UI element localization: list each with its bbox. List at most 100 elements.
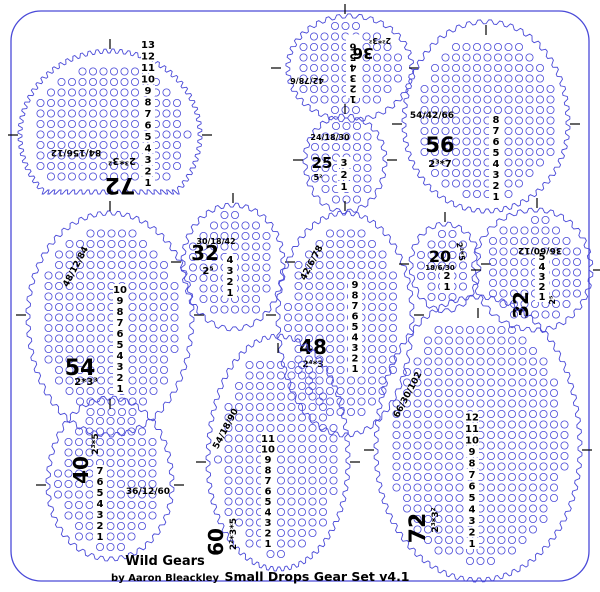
pen-hole	[444, 420, 453, 429]
pen-hole	[172, 151, 181, 160]
pen-hole	[486, 367, 495, 376]
row-number: 11	[465, 424, 479, 435]
pen-hole	[75, 448, 84, 457]
pen-hole	[372, 85, 381, 94]
pen-hole	[504, 147, 513, 156]
pen-hole	[462, 53, 471, 62]
pen-hole	[325, 281, 334, 290]
pen-hole	[36, 99, 45, 108]
row-number: 8	[469, 459, 476, 470]
row-number: 3	[265, 518, 272, 529]
pen-hole	[430, 137, 439, 146]
pen-hole	[465, 388, 474, 397]
pen-hole	[117, 543, 126, 552]
row-number: 2	[469, 528, 476, 539]
pen-hole	[297, 392, 306, 401]
pen-hole	[497, 451, 506, 460]
pen-hole	[413, 451, 422, 460]
pen-hole	[96, 437, 105, 446]
pen-hole	[128, 229, 137, 238]
pen-hole	[546, 137, 555, 146]
row-number-bg	[93, 509, 107, 520]
pen-hole	[504, 43, 513, 52]
gear-outline	[408, 221, 482, 314]
pen-hole	[299, 64, 308, 73]
pen-hole	[336, 323, 345, 332]
pen-hole	[162, 140, 171, 149]
row-number-bg	[337, 157, 351, 168]
pen-hole	[128, 365, 137, 374]
row-number-bg	[113, 284, 127, 295]
row-number-bg	[465, 538, 479, 549]
pen-hole	[47, 140, 56, 149]
pen-hole	[546, 116, 555, 125]
pen-hole	[539, 472, 548, 481]
pen-hole	[304, 376, 313, 385]
prime-factorization: 2⁵	[202, 266, 213, 277]
pen-hole	[76, 313, 85, 322]
pen-hole	[320, 74, 329, 83]
pen-hole	[315, 313, 324, 322]
pen-hole	[120, 120, 129, 129]
pen-hole	[462, 43, 471, 52]
row-number-bg	[465, 446, 479, 457]
pen-hole	[346, 397, 355, 406]
pen-hole	[488, 289, 497, 298]
pen-hole	[130, 140, 139, 149]
pen-hole	[76, 386, 85, 395]
row-number: 8	[117, 307, 124, 318]
pen-hole	[245, 381, 254, 390]
pen-hole	[251, 263, 260, 272]
row-number-bg	[261, 464, 275, 476]
pen-hole	[76, 323, 85, 332]
pen-hole	[357, 271, 366, 280]
pen-hole	[336, 365, 345, 374]
pen-hole	[434, 399, 443, 408]
pen-hole	[518, 536, 527, 545]
pen-hole	[378, 281, 387, 290]
pen-hole	[423, 493, 432, 502]
pen-hole	[330, 21, 339, 30]
pen-hole	[297, 455, 306, 464]
pen-hole	[546, 95, 555, 104]
pen-hole	[507, 536, 516, 545]
pen-hole	[68, 161, 77, 170]
pen-hole	[162, 109, 171, 118]
pen-hole	[546, 127, 555, 136]
pen-hole	[444, 493, 453, 502]
pen-hole	[149, 260, 158, 269]
pen-hole	[392, 451, 401, 460]
pen-hole	[106, 448, 115, 457]
row-number-bg	[141, 119, 155, 131]
tooth-count: 20	[429, 247, 451, 266]
pen-hole	[320, 32, 329, 41]
row-number-bg	[346, 45, 360, 56]
pen-hole	[427, 292, 436, 301]
pen-hole	[518, 336, 527, 345]
pen-hole	[529, 493, 538, 502]
pen-hole	[520, 257, 529, 266]
pen-hole	[170, 334, 179, 343]
pen-hole	[99, 88, 108, 97]
pen-hole	[321, 142, 330, 151]
pen-hole	[420, 106, 429, 115]
pen-hole	[149, 271, 158, 280]
pen-hole	[539, 367, 548, 376]
tooth-count: 72	[406, 513, 431, 544]
row-number: 4	[539, 262, 546, 273]
pen-hole	[308, 444, 317, 453]
pen-hole	[315, 260, 324, 269]
pen-hole	[287, 507, 296, 516]
pen-hole	[78, 140, 87, 149]
pen-hole	[130, 109, 139, 118]
pen-hole	[89, 140, 98, 149]
pen-hole	[518, 493, 527, 502]
pen-hole	[117, 490, 126, 499]
pen-hole	[120, 130, 129, 139]
ring-ratio: 24/18/30	[310, 133, 350, 142]
pen-hole	[107, 250, 116, 259]
ring-ratio: 36/12/60	[126, 487, 170, 497]
row-number: 3	[97, 510, 104, 521]
pen-hole	[304, 260, 313, 269]
pen-hole	[336, 292, 345, 301]
